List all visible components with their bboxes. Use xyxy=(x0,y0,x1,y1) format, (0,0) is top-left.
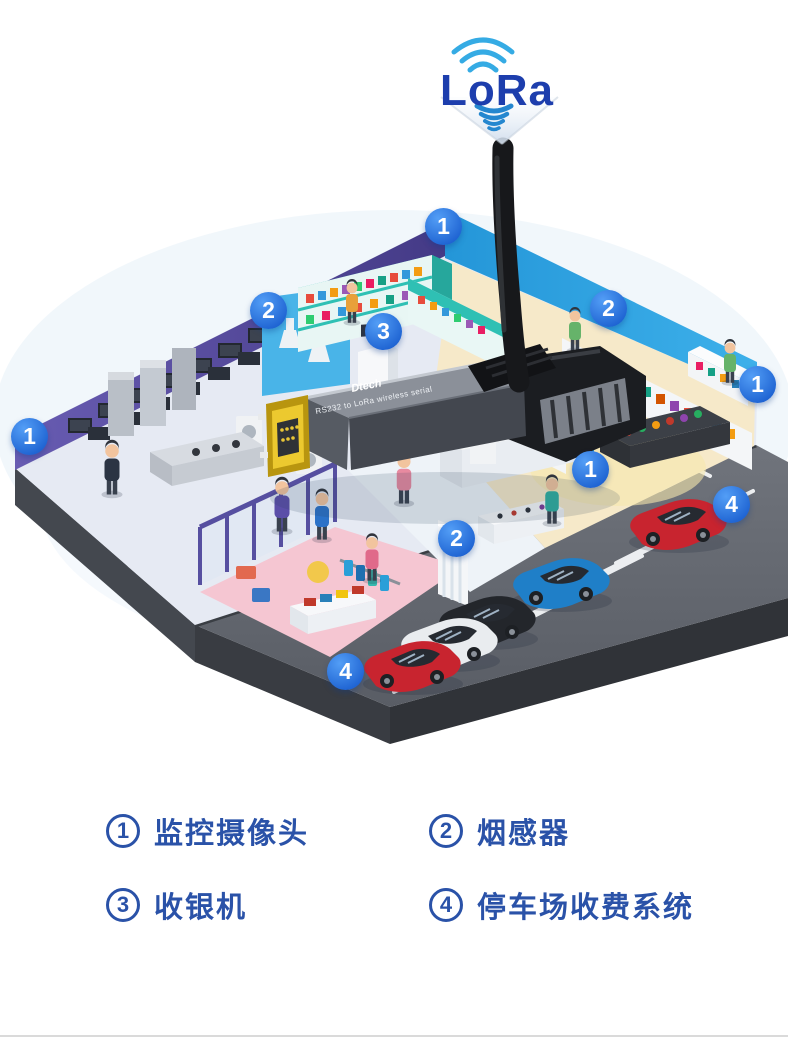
foundation xyxy=(15,468,788,744)
lora-wave-icon xyxy=(451,37,515,73)
bin xyxy=(252,588,270,602)
legend-item-1: 1 监控摄像头 xyxy=(106,810,309,852)
legend-num-2: 2 xyxy=(429,814,463,848)
legend-num-3: 3 xyxy=(106,888,140,922)
legend-num-1: 1 xyxy=(106,814,140,848)
antenna xyxy=(492,137,530,393)
round-stand xyxy=(307,561,329,583)
display-table xyxy=(478,500,564,544)
device-brand: Dtech xyxy=(350,377,383,395)
legend-label-3: 收银机 xyxy=(154,892,248,924)
signal-cone xyxy=(440,37,559,145)
white-column xyxy=(438,520,468,606)
gateway-device: Dtech RS232 to LoRa wireless serial xyxy=(258,344,646,524)
lora-beacon-icon xyxy=(474,103,514,132)
legend-num-4: 4 xyxy=(429,888,463,922)
fridges xyxy=(108,348,196,436)
db9-connector xyxy=(258,395,310,477)
clothing-table xyxy=(290,586,376,634)
legend-item-4: 4 停车场收费系统 xyxy=(429,884,694,926)
legend-item-3: 3 收银机 xyxy=(106,884,247,926)
teal-wall-shelf xyxy=(408,278,505,370)
box-display xyxy=(236,566,256,579)
legend-item-2: 2 烟感器 xyxy=(429,810,570,852)
bottom-divider xyxy=(0,1035,788,1037)
legend-label-2: 烟感器 xyxy=(477,818,571,850)
legend-label-1: 监控摄像头 xyxy=(154,818,310,850)
kitchen-counter xyxy=(150,432,264,486)
device-top-face xyxy=(305,364,524,418)
lora-logo: LoRa xyxy=(440,66,554,115)
legend-label-4: 停车场收费系统 xyxy=(477,892,695,924)
